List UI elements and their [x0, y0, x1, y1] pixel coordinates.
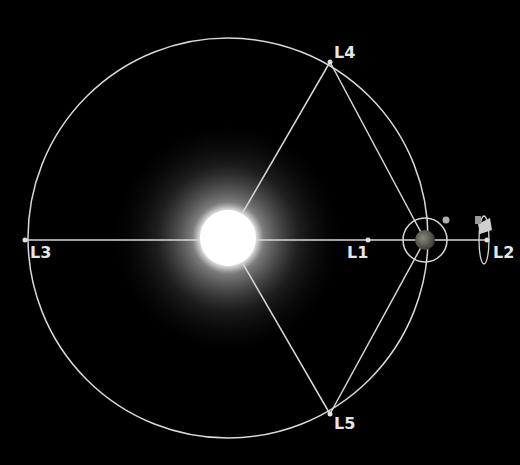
sun-glow	[108, 118, 348, 358]
point-label: L3	[30, 245, 51, 261]
moon	[443, 217, 450, 224]
sun	[200, 210, 256, 266]
l4-earth-line	[330, 62, 425, 240]
l3-point	[23, 238, 28, 243]
sun-l4-line	[228, 62, 330, 238]
earth	[415, 230, 435, 250]
l5-earth-line	[330, 240, 425, 414]
point-label: L1	[347, 245, 368, 261]
point-label: L4	[334, 45, 355, 61]
moon-orbit	[403, 218, 447, 262]
l1-point	[366, 238, 371, 243]
l5-point	[328, 412, 333, 417]
point-label: L5	[334, 416, 355, 432]
spacecraft	[475, 216, 492, 234]
earth-orbit	[28, 38, 428, 438]
l4-point	[328, 60, 333, 65]
sun-l5-line	[228, 238, 330, 414]
point-label: L2	[493, 245, 514, 261]
